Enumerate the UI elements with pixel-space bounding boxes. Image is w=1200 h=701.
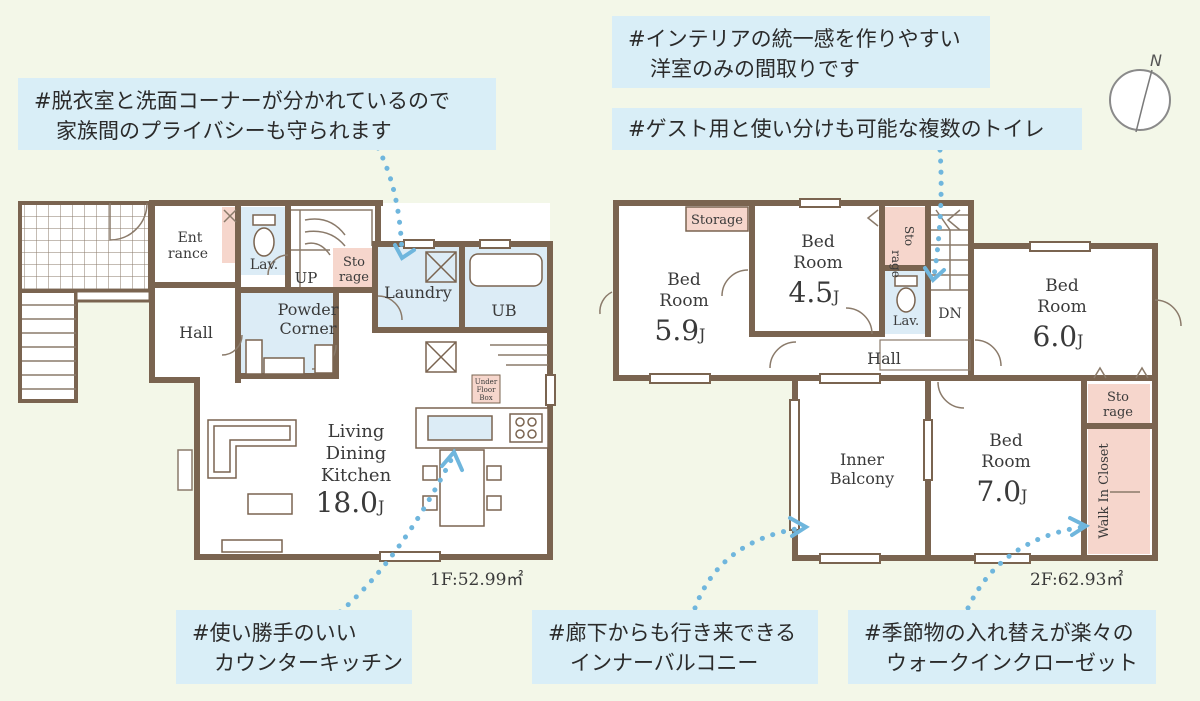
hall1-label: Hall: [179, 323, 213, 342]
callout-toilets: #ゲスト用と使い分けも可能な複数のトイレ: [612, 108, 1082, 150]
bed70-label: Bed: [989, 431, 1023, 451]
callout-privacy-line1: #脱衣室と洗面コーナーが分かれているので: [34, 89, 450, 113]
bed59-size: 5.9J: [655, 314, 706, 347]
callout-interior-line2: 洋室のみの間取りです: [650, 57, 860, 81]
storage2-right-label-2: rage: [1103, 405, 1133, 420]
bed60-size: 6.0J: [1033, 320, 1084, 353]
callout-counter-line1: #使い勝手のいい: [192, 621, 357, 645]
ldk-size: 18.0J: [316, 486, 385, 519]
storage2-right: [1088, 384, 1150, 424]
floor2-doors: [599, 209, 1182, 493]
storage2-right-label: Sto: [1107, 390, 1129, 405]
bathtub: [469, 253, 543, 287]
entrance-label: Ent: [178, 230, 203, 246]
storage2-mid-label: Sto: [902, 226, 916, 246]
floor2-area-label: 2F:62.93㎡: [1030, 570, 1123, 590]
exterior-stairs: [18, 289, 152, 403]
floor1-doors: [109, 202, 403, 491]
bed59-label-2: Room: [659, 291, 708, 311]
compass-icon: N: [1109, 51, 1171, 133]
powder-label-2: Corner: [280, 319, 337, 338]
dn-label: DN: [938, 306, 961, 322]
ldk-label: Living: [328, 421, 385, 442]
bed60-label-2: Room: [1037, 297, 1086, 317]
ldk-label-3: Kitchen: [321, 465, 392, 486]
bed45-label-2: Room: [793, 253, 842, 273]
leader-arrows: [337, 145, 1091, 615]
lav1-label: Lav.: [250, 257, 278, 273]
up-label: UP: [295, 269, 318, 287]
callout-closet-line2: ウォークインクローゼット: [886, 651, 1138, 675]
kitchen-counter: [415, 344, 549, 449]
storage2-top-label: Storage: [691, 213, 743, 228]
callout-privacy: #脱衣室と洗面コーナーが分かれているので 家族間のプライバシーも守られます: [18, 78, 496, 150]
storage2-mid: [885, 207, 925, 267]
bed45-size: 4.5J: [789, 276, 840, 309]
floor1-plan: Ent rance Lav. UP Sto rage Laundry UB Ha…: [18, 200, 556, 590]
floor1-area-label: 1F:52.99㎡: [430, 570, 523, 590]
bed70-size: 7.0J: [977, 475, 1028, 508]
callout-balcony-line2: インナーバルコニー: [570, 651, 759, 675]
bed59-label: Bed: [667, 270, 701, 290]
laundry-area: [378, 246, 460, 330]
lav2-label: Lav.: [893, 314, 919, 329]
balcony-label: Inner: [840, 450, 884, 469]
indoor-stairs-1f: [290, 209, 373, 290]
underfloor-box: [471, 374, 501, 404]
ub-label: UB: [491, 301, 516, 320]
underfloor-label-3: Box: [479, 394, 492, 402]
sofa: [207, 419, 297, 553]
callout-closet: #季節物の入れ替えが楽々の ウォークインクローゼット: [848, 610, 1156, 684]
toilet-icon-2f: [894, 275, 918, 313]
laundry-label: Laundry: [384, 283, 452, 302]
callout-closet-line1: #季節物の入れ替えが楽々の: [864, 621, 1134, 645]
balcony-label-2: Balcony: [830, 469, 894, 488]
underfloor-label-2: Floor: [477, 386, 497, 394]
floor2-plan: Storage Bed Room 5.9J Bed Room 4.5J Sto …: [599, 198, 1182, 590]
porch-tiles: [18, 201, 152, 293]
wic-label: Walk In Closet: [1097, 443, 1112, 539]
bed70-label-2: Room: [981, 452, 1030, 472]
callout-counter-line2: カウンターキッチン: [214, 651, 403, 675]
callout-toilets-line1: #ゲスト用と使い分けも可能な複数のトイレ: [628, 117, 1045, 141]
storage1-area: [333, 248, 375, 288]
entrance-label-2: rance: [168, 246, 208, 262]
ldk-label-2: Dining: [326, 443, 387, 464]
storage2-mid-label-2: rage: [889, 250, 903, 278]
floor1-walls: [149, 200, 553, 560]
toilet-icon-1f: [252, 214, 276, 257]
callout-balcony: #廊下からも行き来できる インナーバルコニー: [532, 610, 818, 684]
underfloor-label: Under: [475, 378, 498, 386]
callout-interior-line1: #インテリアの統一感を作りやすい: [628, 27, 961, 51]
storage2-top: [685, 206, 749, 232]
bed60-label: Bed: [1045, 276, 1079, 296]
powder-label: Powder: [278, 300, 339, 319]
callout-interior: #インテリアの統一感を作りやすい 洋室のみの間取りです: [612, 16, 990, 88]
callout-counter: #使い勝手のいい カウンターキッチン: [176, 610, 412, 684]
compass-north: N: [1150, 51, 1162, 70]
storage1-label: Sto: [343, 255, 365, 270]
callout-balcony-line1: #廊下からも行き来できる: [548, 621, 797, 645]
callout-privacy-line2: 家族間のプライバシーも守られます: [56, 119, 392, 143]
bed45-label: Bed: [801, 232, 835, 252]
wic-area: [1088, 428, 1150, 554]
storage1-label-2: rage: [339, 270, 369, 285]
hall2-label: Hall: [867, 349, 901, 368]
